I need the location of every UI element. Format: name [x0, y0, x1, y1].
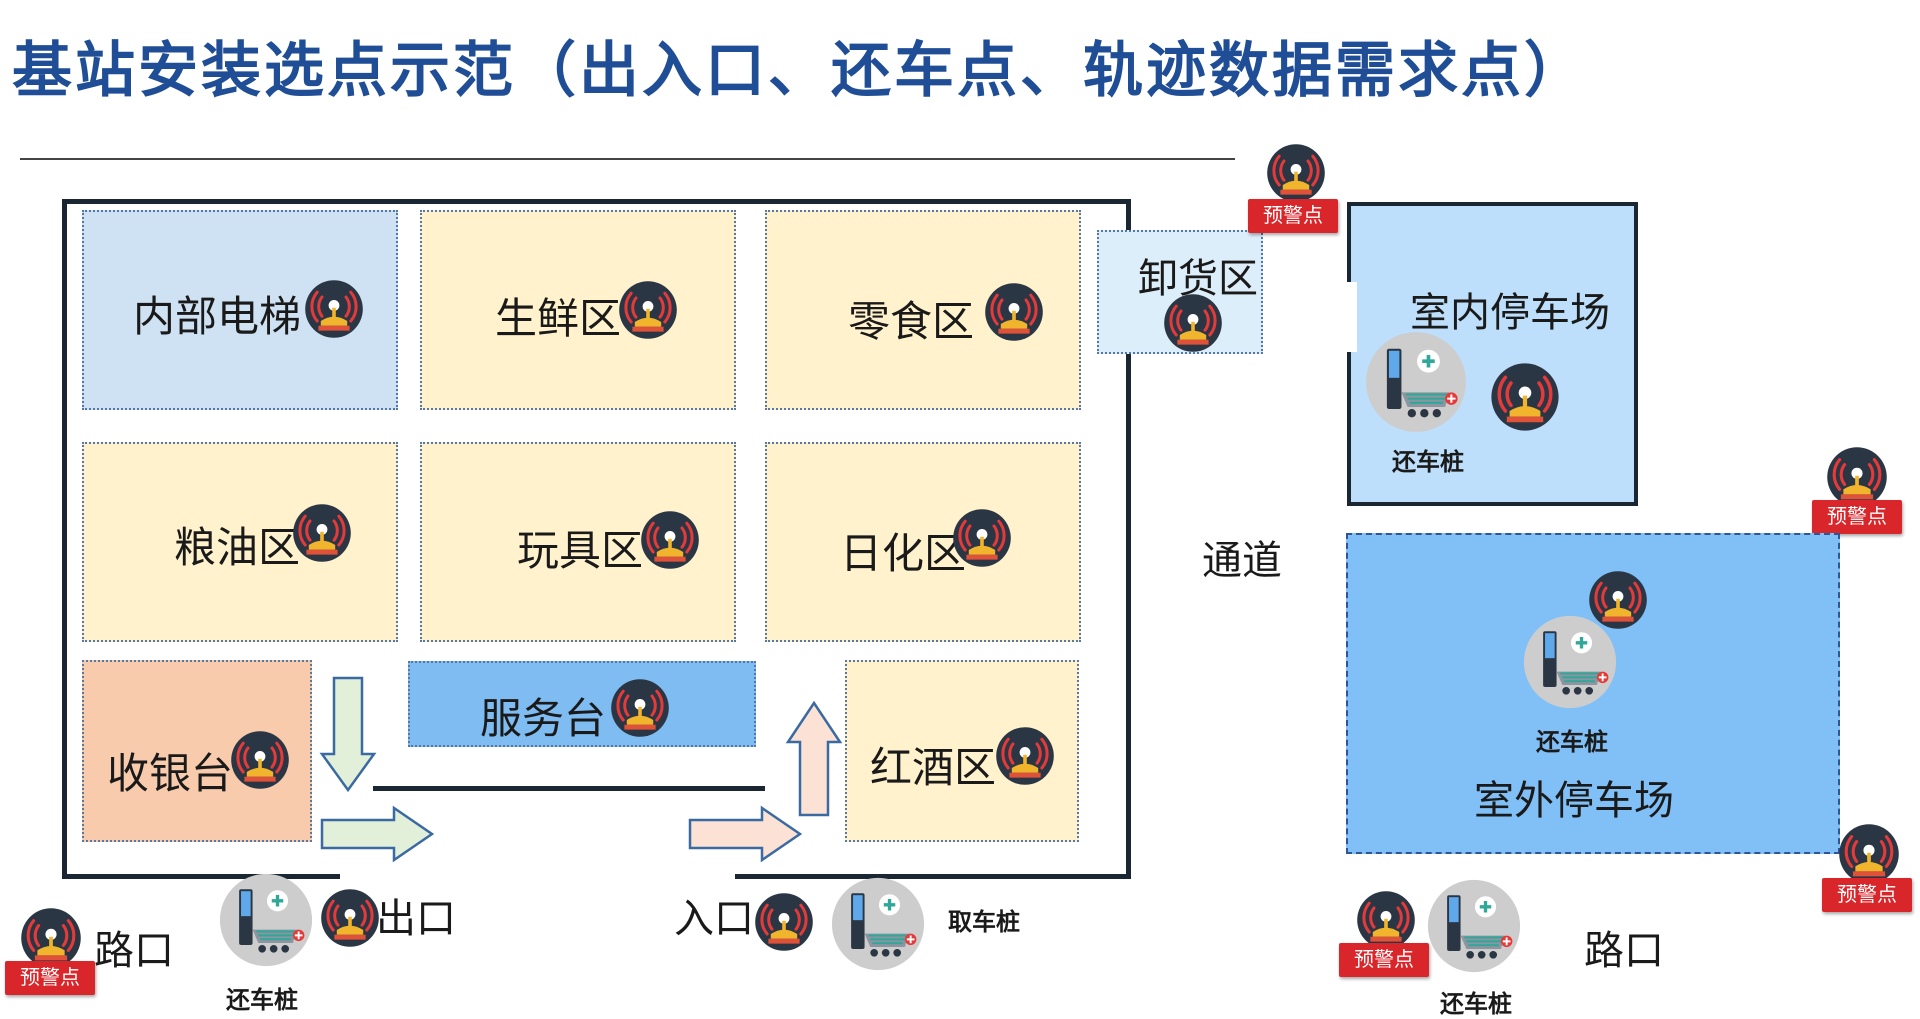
base-station-icon [952, 508, 1012, 568]
zone-snack-label: 零食区 [848, 298, 975, 345]
base-station-icon [1490, 362, 1560, 432]
base-station-icon [995, 726, 1055, 786]
zone-fresh [420, 210, 736, 410]
store-wall-right [1126, 199, 1131, 879]
zone-outdoor-parking-label: 室外停车场 [1474, 779, 1674, 823]
base-station-icon [1163, 293, 1223, 353]
base-station-icon [292, 503, 352, 563]
zone-indoor-parking-label: 室内停车场 [1410, 291, 1610, 335]
base-station-icon [640, 510, 700, 570]
inner-partition [373, 786, 765, 791]
zone-service-desk [408, 661, 756, 747]
zone-cashier-label: 收银台 [107, 750, 234, 797]
pickup-station-label: 取车桩 [948, 909, 1020, 936]
bike-station-icon [1364, 330, 1468, 434]
bike-station-icon [1522, 614, 1618, 710]
title-divider [20, 158, 1235, 160]
base-station-icon [754, 892, 814, 952]
zone-toys-label: 玩具区 [517, 527, 644, 574]
zone-indoor-parking [1347, 202, 1638, 506]
zone-daily-label: 日化区 [840, 530, 967, 577]
zone-grain-oil-label: 粮油区 [174, 524, 301, 571]
base-station-icon [1356, 890, 1416, 950]
base-station-icon [304, 279, 364, 339]
base-station-icon [1266, 143, 1326, 203]
indoor-parking-door [1343, 282, 1357, 352]
bike-station-icon [830, 876, 926, 972]
warning-point-badge: 预警点 [1248, 199, 1338, 233]
warning-point-badge: 预警点 [5, 961, 95, 995]
arrow-down-icon [319, 676, 377, 793]
base-station-icon [20, 907, 82, 969]
store-wall-top [62, 199, 1130, 204]
return-station-label: 还车桩 [1536, 729, 1608, 756]
arrow-up-icon [785, 700, 843, 817]
base-station-icon [320, 888, 380, 948]
return-station-label: 还车桩 [1392, 449, 1464, 476]
exit-label: 出口 [376, 897, 456, 941]
zone-toys [420, 442, 736, 642]
base-station-icon [1838, 823, 1900, 885]
warning-point-badge: 预警点 [1822, 878, 1912, 912]
zone-wine-label: 红酒区 [870, 744, 997, 791]
base-station-icon [230, 730, 290, 790]
zone-elevator-label: 内部电梯 [133, 293, 302, 340]
store-wall-bottom-left [62, 874, 340, 879]
road-label-right: 路口 [1584, 929, 1664, 973]
base-station-icon [610, 678, 670, 738]
arrow-right-icon [320, 805, 435, 863]
page-title: 基站安装选点示范（出入口、还车点、轨迹数据需求点） [12, 37, 1587, 104]
zone-daily [765, 442, 1081, 642]
zone-service-desk-label: 服务台 [480, 695, 607, 742]
road-label-left: 路口 [94, 929, 174, 973]
warning-point-badge: 预警点 [1812, 500, 1902, 534]
zone-unload-label: 卸货区 [1138, 257, 1258, 301]
corridor-label: 通道 [1202, 539, 1282, 583]
zone-fresh-label: 生鲜区 [495, 295, 622, 342]
warning-point-badge: 预警点 [1339, 943, 1429, 977]
bike-station-icon [1426, 878, 1522, 974]
store-wall-left [62, 199, 67, 879]
entrance-label: 入口 [674, 897, 754, 941]
base-station-icon [984, 282, 1044, 342]
store-wall-bottom-right [735, 874, 1131, 879]
return-station-label: 还车桩 [226, 987, 298, 1014]
bike-station-icon [218, 872, 314, 968]
base-station-icon [618, 280, 678, 340]
arrow-right-icon [688, 805, 803, 863]
return-station-label: 还车桩 [1440, 991, 1512, 1018]
base-station-icon [1826, 446, 1888, 508]
